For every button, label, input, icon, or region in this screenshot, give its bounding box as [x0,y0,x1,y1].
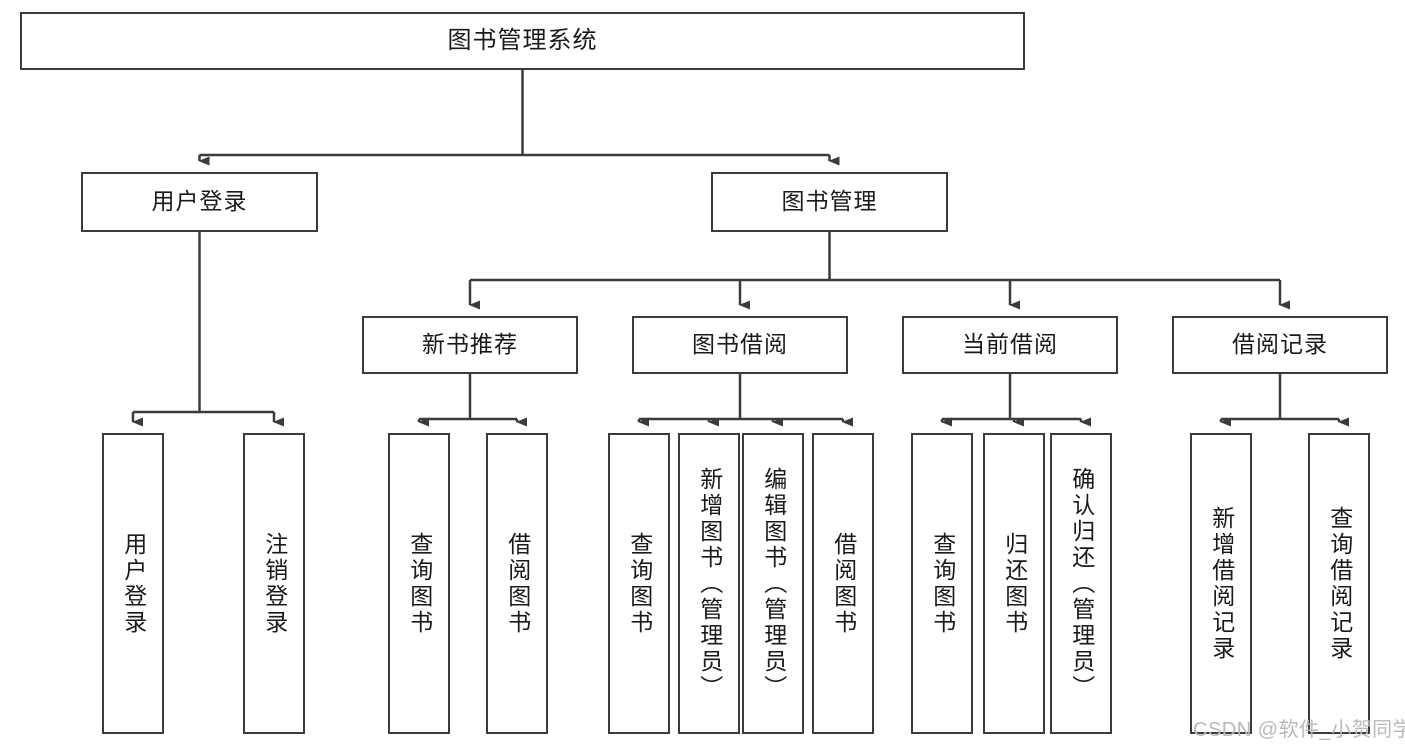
node-label: 注销登录 [261,531,288,636]
node-label: 新增图书（管理员） [696,466,723,701]
node-label: 编辑图书（管理员） [760,466,787,701]
node-label: 查询图书 [626,531,653,636]
node-label: 图书管理系统 [447,26,598,54]
node-borrow-record[interactable]: 借阅记录 [1172,316,1388,374]
node-label: 查询借阅记录 [1326,505,1353,662]
node-leaf-return-book[interactable]: 归还图书 [983,433,1045,734]
node-label: 确认归还（管理员） [1068,466,1095,701]
node-label: 当前借阅 [962,331,1058,358]
node-new-book-recommend[interactable]: 新书推荐 [362,316,578,374]
node-label: 归还图书 [1001,531,1028,636]
node-label: 用户登录 [151,188,248,215]
node-label: 图书借阅 [692,331,788,358]
node-label: 借阅图书 [830,531,857,636]
node-leaf-add-record[interactable]: 新增借阅记录 [1190,433,1252,734]
node-label: 图书管理 [781,188,878,215]
node-label: 查询图书 [406,531,433,636]
node-book-manage[interactable]: 图书管理 [711,172,948,232]
watermark: CSDN @软件_小贺同学 [1193,719,1405,741]
node-label: 新书推荐 [422,331,518,358]
node-current-borrow[interactable]: 当前借阅 [902,316,1118,374]
node-label: 用户登录 [120,531,147,636]
node-leaf-edit-book[interactable]: 编辑图书（管理员） [742,433,804,734]
node-label: 查询图书 [929,531,956,636]
node-leaf-add-book[interactable]: 新增图书（管理员） [678,433,740,734]
node-leaf-query-book-cur[interactable]: 查询图书 [911,433,973,734]
node-user-login[interactable]: 用户登录 [81,172,318,232]
node-root[interactable]: 图书管理系统 [20,12,1025,70]
node-leaf-confirm-return[interactable]: 确认归还（管理员） [1050,433,1112,734]
node-leaf-user-logout[interactable]: 注销登录 [243,433,305,734]
node-leaf-borrow-book-rec[interactable]: 借阅图书 [486,433,548,734]
node-leaf-query-book-rec[interactable]: 查询图书 [388,433,450,734]
node-label: 借阅图书 [504,531,531,636]
node-leaf-query-record[interactable]: 查询借阅记录 [1308,433,1370,734]
node-leaf-user-login[interactable]: 用户登录 [102,433,164,734]
node-book-borrow[interactable]: 图书借阅 [632,316,848,374]
node-label: 借阅记录 [1232,331,1328,358]
node-leaf-borrow-book[interactable]: 借阅图书 [812,433,874,734]
node-leaf-query-book-borrow[interactable]: 查询图书 [608,433,670,734]
node-label: 新增借阅记录 [1208,505,1235,662]
